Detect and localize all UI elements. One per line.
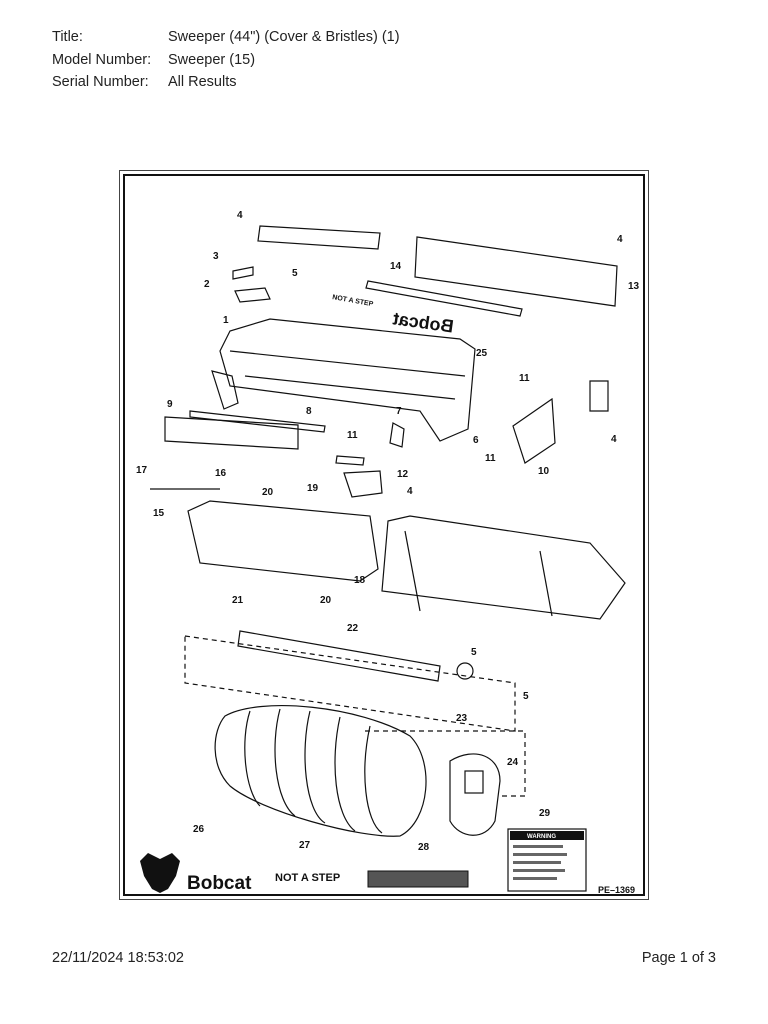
side-skirt bbox=[164, 416, 299, 450]
latch-bracket bbox=[234, 287, 271, 303]
model-value: Sweeper (15) bbox=[168, 51, 256, 68]
callout-11b: 11 bbox=[347, 430, 358, 441]
callout-25: 25 bbox=[476, 348, 488, 359]
brush-roller bbox=[214, 705, 427, 837]
end-bracket bbox=[512, 397, 556, 464]
mount-bar bbox=[335, 455, 365, 466]
attachment-bucket bbox=[381, 515, 626, 620]
callout-7: 7 bbox=[396, 406, 402, 417]
warning-decal: WARNING bbox=[507, 828, 587, 892]
callout-14: 14 bbox=[390, 261, 402, 272]
hub-disk bbox=[456, 662, 474, 680]
callout-23: 23 bbox=[456, 713, 468, 724]
callout-18: 18 bbox=[354, 575, 366, 586]
callout-24: 24 bbox=[507, 757, 519, 768]
callout-6: 6 bbox=[473, 435, 479, 446]
hood-end-left bbox=[211, 370, 239, 410]
callout-1: 1 bbox=[223, 315, 229, 326]
serial-label: Serial Number: bbox=[52, 74, 149, 90]
print-timestamp: 22/11/2024 18:53:02 bbox=[52, 950, 184, 966]
serial-value: All Results bbox=[168, 74, 237, 90]
callout-5b: 5 bbox=[471, 647, 477, 658]
callout-11c: 11 bbox=[485, 453, 496, 464]
callout-numbers: 4 3 5 2 1 14 4 13 25 11 9 8 7 11 6 11 4 … bbox=[136, 210, 640, 853]
callout-20: 20 bbox=[262, 487, 274, 498]
callout-5: 5 bbox=[292, 268, 298, 279]
model-label: Model Number: bbox=[52, 51, 152, 68]
callout-26: 26 bbox=[193, 824, 205, 835]
shield-strip bbox=[365, 280, 523, 317]
warning-title: WARNING bbox=[527, 834, 556, 840]
cover-plate bbox=[257, 225, 381, 250]
callout-8: 8 bbox=[306, 406, 312, 417]
drawing-number: PE–1369 bbox=[598, 885, 635, 895]
decal-small bbox=[589, 380, 609, 412]
callout-15: 15 bbox=[153, 508, 165, 519]
callout-21: 21 bbox=[232, 595, 244, 606]
callout-16: 16 bbox=[215, 468, 227, 479]
callout-12: 12 bbox=[397, 469, 409, 480]
callout-4: 4 bbox=[237, 210, 243, 221]
callout-11: 11 bbox=[519, 373, 530, 384]
callout-29: 29 bbox=[539, 808, 551, 819]
shaft-dashed-box bbox=[184, 635, 516, 732]
side-rail bbox=[189, 410, 326, 433]
callout-3: 3 bbox=[213, 251, 219, 262]
title-label: Title: bbox=[52, 29, 83, 45]
callout-2: 2 bbox=[204, 279, 210, 290]
title-value: Sweeper (44") (Cover & Bristles) (1) bbox=[168, 29, 400, 45]
callout-10: 10 bbox=[538, 466, 550, 477]
callout-20b: 20 bbox=[320, 595, 332, 606]
callout-4c: 4 bbox=[611, 434, 617, 445]
callout-19: 19 bbox=[307, 483, 319, 494]
rear-shield bbox=[414, 236, 618, 307]
link-plate bbox=[389, 422, 405, 448]
page-indicator: Page 1 of 3 bbox=[641, 950, 716, 966]
stencil-not-a-step: NOT A STEP bbox=[332, 294, 374, 308]
latch-plate bbox=[232, 266, 254, 280]
callout-4b: 4 bbox=[617, 234, 623, 245]
callout-28: 28 bbox=[418, 842, 430, 853]
decal-label-28 bbox=[367, 870, 469, 888]
decal-not-a-step: NOT A STEP bbox=[275, 872, 340, 884]
exploded-parts-diagram: 4 3 5 2 1 14 4 13 25 11 9 8 7 11 6 11 4 … bbox=[136, 210, 640, 895]
callout-9: 9 bbox=[167, 399, 173, 410]
model-row: Model Number: Sweeper (15) bbox=[52, 49, 400, 72]
sweeper-hood bbox=[219, 318, 476, 442]
diagram-labels: NOT A STEP Bobcat NOT A STEP WARNING Bob… bbox=[140, 294, 635, 895]
callout-17: 17 bbox=[136, 465, 148, 476]
callout-27: 27 bbox=[299, 840, 311, 851]
diagram-border bbox=[123, 174, 645, 896]
callout-13: 13 bbox=[628, 281, 640, 292]
callout-5c: 5 bbox=[523, 691, 529, 702]
document-header: Title: Sweeper (44") (Cover & Bristles) … bbox=[52, 26, 400, 94]
brush-core bbox=[237, 630, 441, 682]
brush-end-ring bbox=[449, 753, 501, 836]
bobcat-head-logo-icon bbox=[140, 853, 180, 893]
brush-frame bbox=[187, 500, 379, 582]
callout-22: 22 bbox=[347, 623, 359, 634]
callout-4d: 4 bbox=[407, 486, 413, 497]
parts-diagram-frame: 4 3 5 2 1 14 4 13 25 11 9 8 7 11 6 11 4 … bbox=[119, 170, 649, 900]
mount-clip bbox=[343, 470, 383, 498]
title-row: Title: Sweeper (44") (Cover & Bristles) … bbox=[52, 26, 400, 49]
serial-row: Serial Number: All Results bbox=[52, 71, 400, 94]
bobcat-brand-text: Bobcat bbox=[187, 873, 252, 894]
